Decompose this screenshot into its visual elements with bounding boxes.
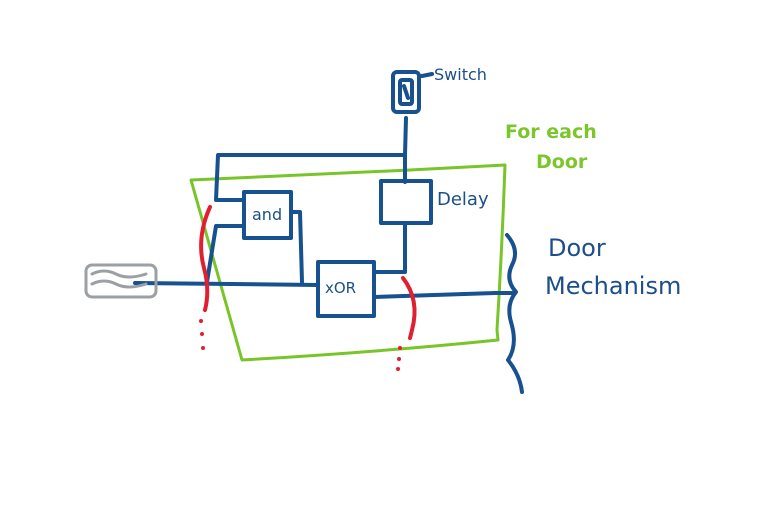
- input-signal-wire: [133, 281, 320, 287]
- delay-label: Delay: [437, 189, 489, 210]
- xor-output-wire: [372, 291, 514, 299]
- toggle-switch-icon: [391, 70, 421, 114]
- plug-icon: [84, 263, 158, 299]
- mechanism-label-line2: Mechanism: [545, 272, 681, 300]
- and-gate-label: and: [252, 205, 282, 224]
- switch-wire: [403, 116, 408, 157]
- switch-label: Switch: [434, 65, 487, 84]
- xor-gate: [316, 260, 376, 318]
- group-note-line2: Door: [536, 151, 588, 173]
- group-note-line1: For each: [505, 121, 597, 143]
- mechanism-brace: [505, 233, 524, 394]
- and-second-input-wire: [205, 224, 246, 284]
- top-bus-wire: [214, 153, 407, 202]
- break-dots-left: [199, 319, 205, 350]
- and-output-wire: [289, 210, 304, 284]
- break-mark-left: [199, 205, 212, 312]
- and-gate: [242, 190, 293, 240]
- switch-label-connector: [420, 72, 434, 78]
- xor-gate-label: xOR: [325, 279, 356, 297]
- break-mark-right: [401, 276, 417, 340]
- door-group-outline: [189, 163, 507, 362]
- mechanism-label-line1: Door: [548, 234, 606, 262]
- break-dots-right: [396, 346, 402, 371]
- delay-block: [379, 179, 433, 225]
- delay-output-wire: [373, 221, 407, 274]
